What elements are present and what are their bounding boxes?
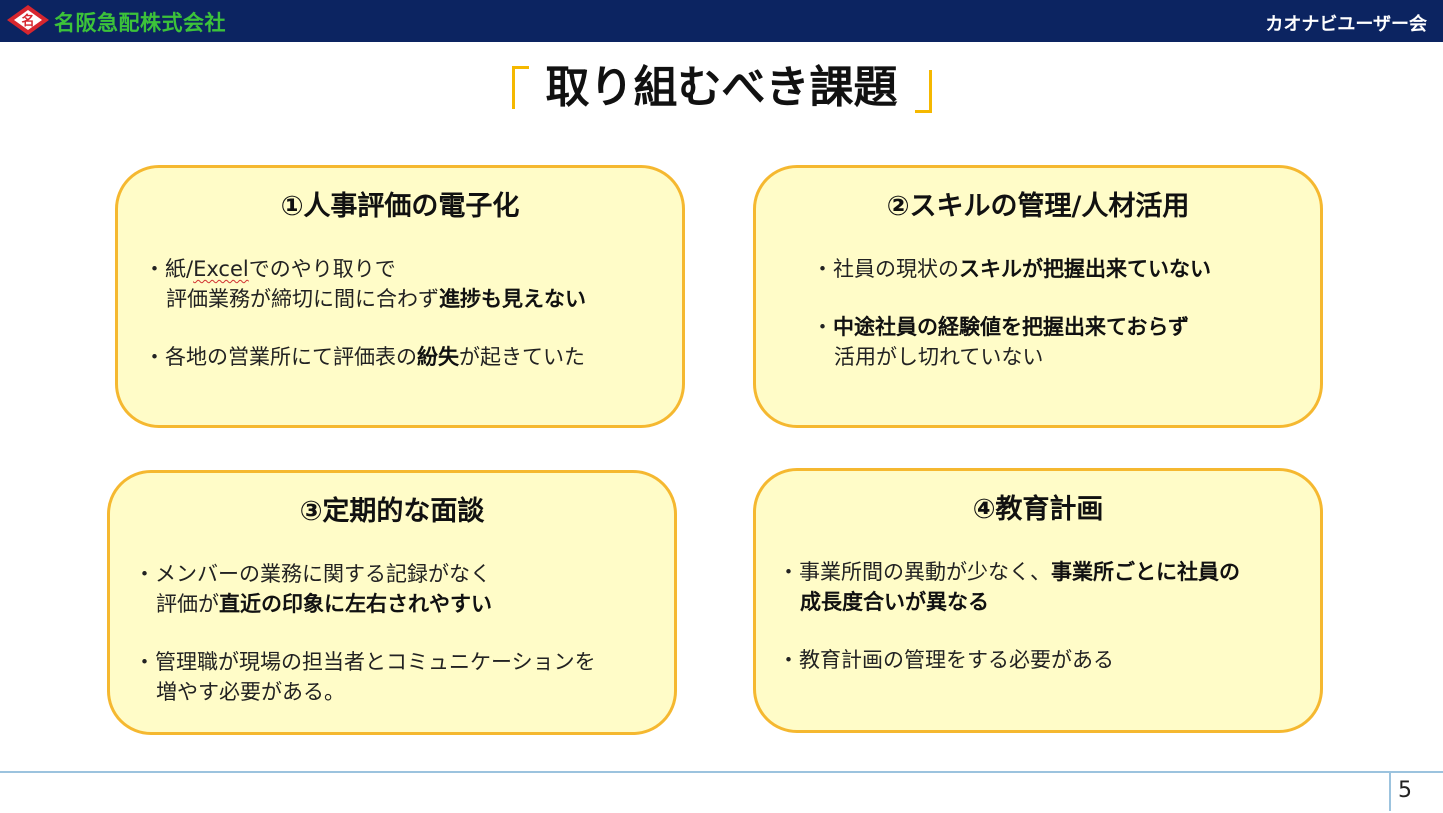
- bullet-item: ・メンバーの業務に関する記録がなく評価が直近の印象に左右されやすい: [134, 562, 492, 616]
- slide-title-text: 取り組むべき課題: [545, 62, 898, 113]
- footer-divider: [1389, 773, 1391, 811]
- bullet-list: ・社員の現状のスキルが把握出来ていない ・中途社員の経験値を把握出来ておらず活用…: [812, 254, 1304, 400]
- bullet-item: ・紙/Excelでのやり取りで評価業務が締切に間に合わず進捗も見えない: [144, 257, 586, 311]
- bullet-item: ・事業所間の異動が少なく、事業所ごとに社員の成長度合いが異なる: [778, 560, 1240, 614]
- header-bar: 名 名阪急配株式会社 カオナビユーザー会: [0, 0, 1443, 42]
- issue-card-skill-management: ②スキルの管理/人材活用 ・社員の現状のスキルが把握出来ていない ・中途社員の経…: [753, 165, 1323, 428]
- bullet-list: ・事業所間の異動が少なく、事業所ごとに社員の成長度合いが異なる ・教育計画の管理…: [778, 557, 1304, 703]
- spellcheck-underlined-word: Excel: [193, 257, 249, 281]
- bullet-list: ・紙/Excelでのやり取りで評価業務が締切に間に合わず進捗も見えない ・各地の…: [144, 254, 666, 400]
- slide-title-area: 取り組むべき課題: [0, 56, 1443, 126]
- card-heading: ④教育計画: [972, 494, 1104, 525]
- open-bracket-icon: [511, 66, 529, 109]
- card-heading: ③定期的な面談: [299, 496, 485, 527]
- card-heading: ①人事評価の電子化: [280, 191, 520, 222]
- bullet-item: ・各地の営業所にて評価表の紛失が起きていた: [144, 345, 585, 369]
- bullet-list: ・メンバーの業務に関する記録がなく評価が直近の印象に左右されやすい ・管理職が現…: [134, 559, 658, 735]
- bullet-item: ・管理職が現場の担当者とコミュニケーションを増やす必要がある。: [134, 650, 596, 704]
- bullet-item: ・社員の現状のスキルが把握出来ていない: [812, 257, 1211, 281]
- slide-title: 取り組むべき課題: [511, 56, 932, 120]
- bullet-item: ・中途社員の経験値を把握出来ておらず活用がし切れていない: [812, 315, 1189, 369]
- logo-glyph: 名: [21, 13, 34, 29]
- issue-card-hr-evaluation: ①人事評価の電子化 ・紙/Excelでのやり取りで評価業務が締切に間に合わず進捗…: [115, 165, 685, 428]
- card-heading: ②スキルの管理/人材活用: [886, 191, 1190, 222]
- close-bracket-icon: [914, 70, 932, 113]
- footer-rule: [0, 771, 1443, 773]
- page-number: 5: [1398, 778, 1412, 803]
- company-logo-icon: 名: [7, 5, 49, 35]
- event-name: カオナビユーザー会: [1265, 14, 1427, 35]
- issue-card-education-plan: ④教育計画 ・事業所間の異動が少なく、事業所ごとに社員の成長度合いが異なる ・教…: [753, 468, 1323, 733]
- issue-card-regular-interviews: ③定期的な面談 ・メンバーの業務に関する記録がなく評価が直近の印象に左右されやす…: [107, 470, 677, 735]
- bullet-item: ・教育計画の管理をする必要がある: [778, 648, 1114, 672]
- company-name: 名阪急配株式会社: [54, 11, 226, 35]
